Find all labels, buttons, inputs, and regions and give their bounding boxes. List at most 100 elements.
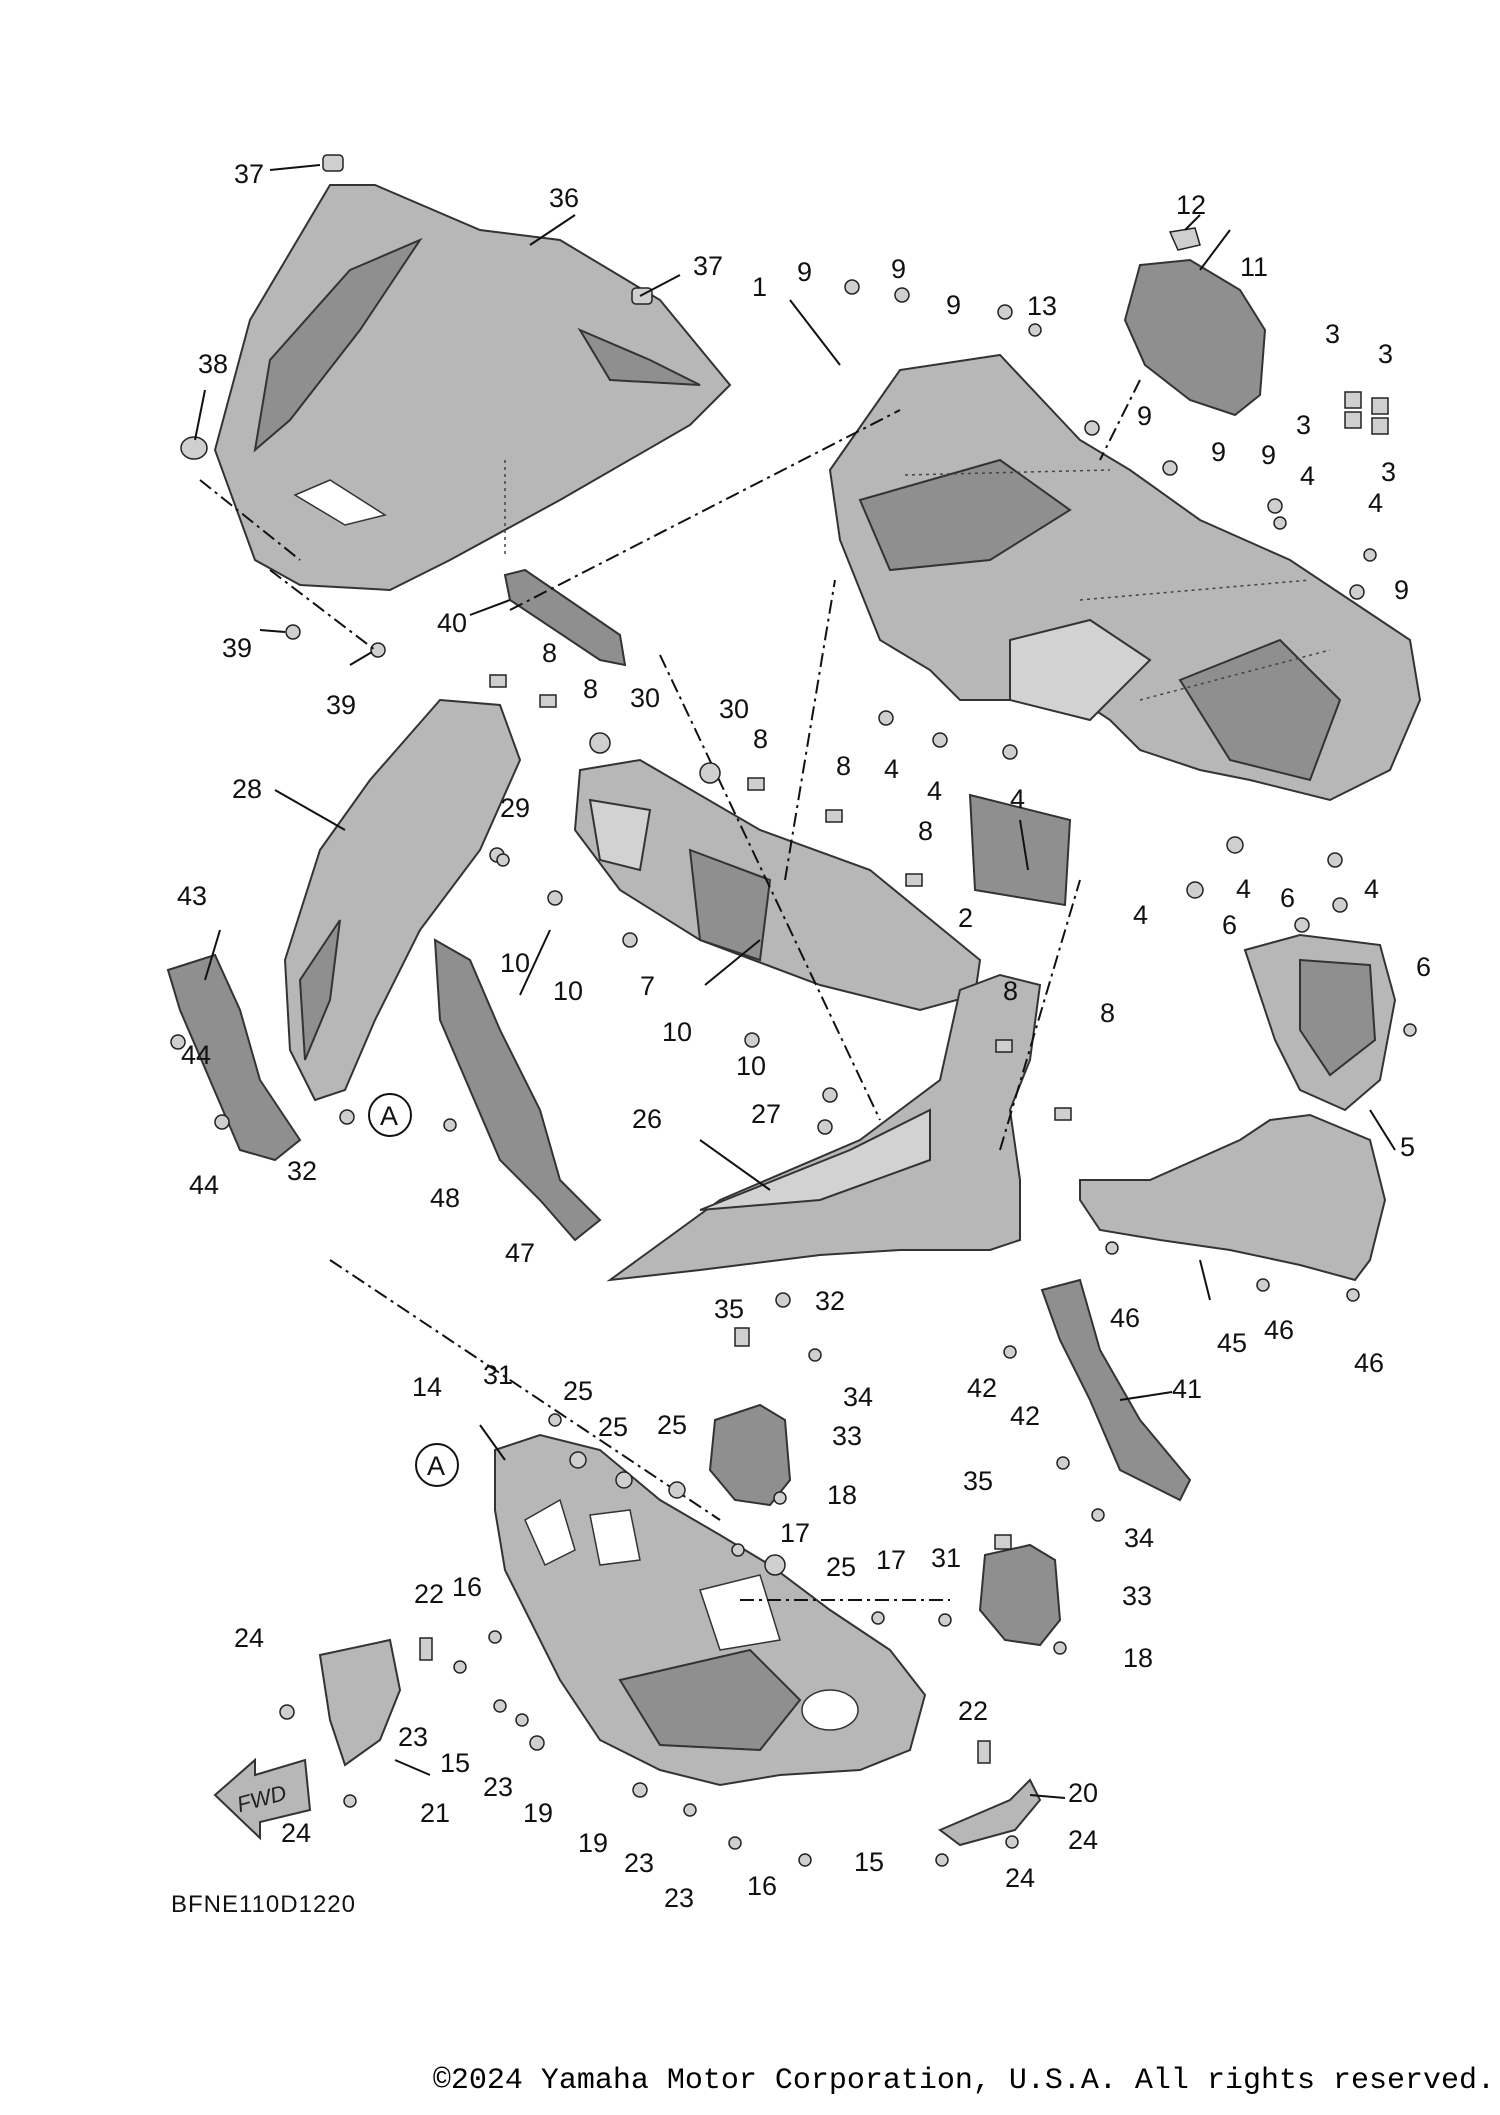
callout-45: 45 xyxy=(1217,1328,1247,1358)
callout-24: 24 xyxy=(1005,1863,1035,1893)
part-41-right-trim xyxy=(1040,1278,1192,1502)
callout-9: 9 xyxy=(1394,575,1409,605)
reference-code: BFNE110D1220 xyxy=(171,1891,356,1918)
callout-46: 46 xyxy=(1110,1303,1140,1333)
callout-23: 23 xyxy=(398,1722,428,1752)
callout-10: 10 xyxy=(500,948,530,978)
callout-24: 24 xyxy=(1068,1825,1098,1855)
callout-6: 6 xyxy=(1416,952,1431,982)
callout-9: 9 xyxy=(797,257,812,287)
callout-11: 11 xyxy=(1240,252,1268,282)
callout-2: 2 xyxy=(958,903,973,933)
callout-A: A xyxy=(427,1451,445,1481)
part-39-screw-left xyxy=(285,624,301,640)
callout-9: 9 xyxy=(1261,440,1276,470)
callout-3: 3 xyxy=(1296,410,1311,440)
part-38-grommet xyxy=(180,436,208,460)
callout-25: 25 xyxy=(657,1410,687,1440)
part-5-side-bracket xyxy=(1243,933,1397,1112)
assembly-lines xyxy=(199,379,1141,1601)
callout-37: 37 xyxy=(693,251,723,281)
callout-1: 1 xyxy=(752,272,767,302)
callout-18: 18 xyxy=(827,1480,857,1510)
callout-4: 4 xyxy=(1300,461,1315,491)
callout-a-ring xyxy=(415,1443,459,1487)
callout-23: 23 xyxy=(624,1848,654,1878)
callout-4: 4 xyxy=(1368,488,1383,518)
part-40-bracket xyxy=(503,568,627,667)
callout-35: 35 xyxy=(714,1294,744,1324)
part-12-clip xyxy=(1168,227,1201,251)
callout-6: 6 xyxy=(1222,910,1237,940)
callout-16: 16 xyxy=(747,1871,777,1901)
callout-8: 8 xyxy=(918,816,933,846)
callout-3: 3 xyxy=(1381,457,1396,487)
callout-44: 44 xyxy=(189,1170,219,1200)
callout-24: 24 xyxy=(234,1623,264,1653)
callout-24: 24 xyxy=(281,1818,311,1848)
callout-31: 31 xyxy=(931,1543,961,1573)
callout-31: 31 xyxy=(483,1360,513,1390)
fwd-arrow-icon: FWD xyxy=(213,1757,312,1841)
callout-14: 14 xyxy=(412,1372,442,1402)
callout-25: 25 xyxy=(598,1412,628,1442)
callout-36: 36 xyxy=(549,183,579,213)
callout-41: 41 xyxy=(1172,1374,1202,1404)
callout-32: 32 xyxy=(815,1286,845,1316)
callout-42: 42 xyxy=(967,1373,997,1403)
callout-A: A xyxy=(380,1101,398,1131)
callout-29: 29 xyxy=(500,793,530,823)
part-37-clip-top xyxy=(322,154,344,172)
callout-10: 10 xyxy=(736,1051,766,1081)
callout-9: 9 xyxy=(1137,401,1152,431)
callout-12: 12 xyxy=(1176,190,1206,220)
callout-42: 42 xyxy=(1010,1401,1040,1431)
callout-7: 7 xyxy=(640,971,655,1001)
callout-46: 46 xyxy=(1264,1315,1294,1345)
callout-4: 4 xyxy=(1236,874,1251,904)
callout-18: 18 xyxy=(1123,1643,1153,1673)
part-26-right-side-panel xyxy=(606,973,1042,1282)
callout-8: 8 xyxy=(583,674,598,704)
callout-22: 22 xyxy=(958,1696,988,1726)
callout-25: 25 xyxy=(826,1552,856,1582)
callout-19: 19 xyxy=(578,1828,608,1858)
callout-39: 39 xyxy=(222,633,252,663)
part-33-bracket-upper xyxy=(708,1403,792,1507)
callout-35: 35 xyxy=(963,1466,993,1496)
callout-8: 8 xyxy=(1100,998,1115,1028)
callout-33: 33 xyxy=(1122,1581,1152,1611)
callout-23: 23 xyxy=(664,1883,694,1913)
callout-22: 22 xyxy=(414,1579,444,1609)
callout-labels: 1 2 3 3 3 3 4 4 4 4 4 4 4 4 5 6 6 6 7 8 … xyxy=(177,159,1431,1913)
callout-19: 19 xyxy=(523,1798,553,1828)
callout-40: 40 xyxy=(437,608,467,638)
callout-4: 4 xyxy=(1010,784,1025,814)
callout-30: 30 xyxy=(630,683,660,713)
part-47-left-lower-panel xyxy=(433,938,602,1242)
callout-3: 3 xyxy=(1325,319,1340,349)
part-33-bracket-lower xyxy=(978,1543,1062,1647)
callout-17: 17 xyxy=(876,1545,906,1575)
part-2-panel-plate xyxy=(968,793,1072,907)
callout-13: 13 xyxy=(1027,291,1057,321)
callout-16: 16 xyxy=(452,1572,482,1602)
fasteners xyxy=(170,279,1417,1867)
callout-20: 20 xyxy=(1068,1778,1098,1808)
part-1-dash-panel xyxy=(828,353,1422,802)
callout-9: 9 xyxy=(1211,437,1226,467)
copyright-notice: ©2024 Yamaha Motor Corporation, U.S.A. A… xyxy=(432,2064,1495,2098)
callout-5: 5 xyxy=(1400,1132,1415,1162)
callout-3: 3 xyxy=(1378,339,1393,369)
callout-33: 33 xyxy=(832,1421,862,1451)
callout-25: 25 xyxy=(563,1376,593,1406)
callout-10: 10 xyxy=(553,976,583,1006)
callout-32: 32 xyxy=(287,1156,317,1186)
callout-34: 34 xyxy=(843,1382,873,1412)
callout-10: 10 xyxy=(662,1017,692,1047)
callout-46: 46 xyxy=(1354,1348,1384,1378)
callout-17: 17 xyxy=(780,1518,810,1548)
part-45-right-lower-panel xyxy=(1079,1113,1387,1282)
callout-15: 15 xyxy=(854,1847,884,1877)
